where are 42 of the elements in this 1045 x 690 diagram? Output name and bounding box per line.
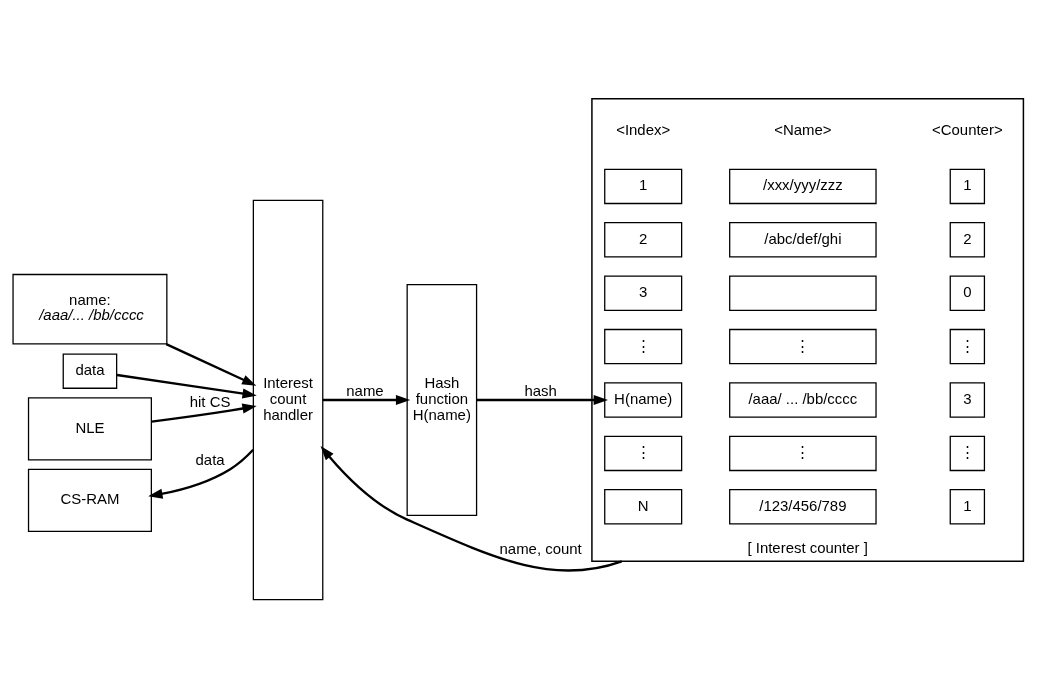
arrow (320, 445, 623, 572)
edge-label: hit CS (189, 392, 231, 410)
label: <Index> (616, 120, 671, 138)
node-box (729, 275, 877, 311)
node-box: ⋮ (729, 435, 877, 472)
edge-label: name (346, 381, 384, 399)
node-box: 3 (604, 275, 683, 311)
node-box: N (604, 489, 683, 525)
arrow (116, 373, 257, 399)
arrow (322, 395, 411, 406)
node-box: data (62, 353, 118, 389)
node-box: /abc/def/ghi (729, 222, 877, 258)
node-box: /aaa/ ... /bb/cccc (729, 382, 877, 418)
arrow (148, 448, 254, 499)
arrow (476, 395, 608, 406)
node-box: /xxx/yyy/zzz (729, 168, 877, 205)
node-box: H(name) (604, 382, 683, 418)
node-box: name: /aaa/... /bb/cccc (12, 273, 168, 345)
node-box: /123/456/789 (729, 489, 877, 525)
node-box: ⋮ (949, 328, 986, 365)
arrow (151, 403, 257, 423)
label: <Name> (774, 120, 832, 138)
node-box: ⋮ (729, 328, 877, 365)
node-box: 1 (604, 168, 683, 205)
node-box: 0 (949, 275, 986, 311)
edge-label: hash (524, 381, 557, 399)
node-box: CS-RAM (27, 468, 152, 532)
node-box: NLE (27, 397, 152, 461)
node-box: Interest count handler (252, 199, 324, 601)
node-box: 3 (949, 382, 986, 418)
node-box: ⋮ (604, 435, 683, 472)
node-box: Hash function H(name) (406, 284, 478, 516)
label: <Counter> (932, 120, 1003, 138)
node-box: 1 (949, 489, 986, 525)
edge-label: name, count (499, 540, 582, 558)
edge-label: data (195, 451, 225, 469)
node-box: ⋮ (604, 328, 683, 365)
node-box: 2 (949, 222, 986, 258)
node-box: 2 (604, 222, 683, 258)
arrow (165, 343, 257, 386)
node-box: 1 (949, 168, 986, 205)
node-box: ⋮ (949, 435, 986, 472)
